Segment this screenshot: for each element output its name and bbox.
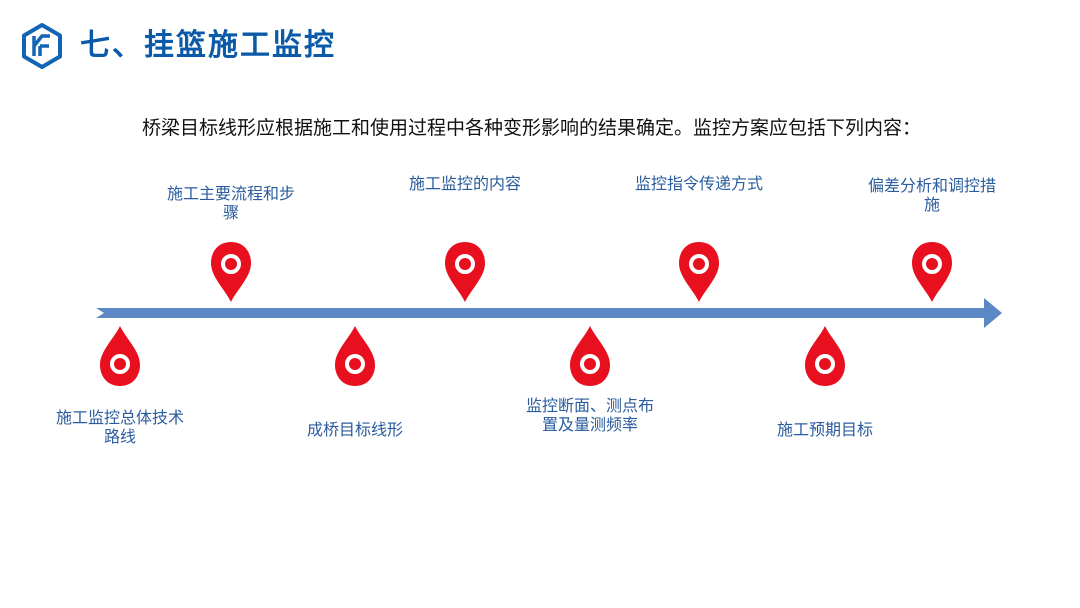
timeline-item-label: 监控断面、测点布置及量测频率 <box>525 396 654 434</box>
map-pin-icon <box>332 324 378 388</box>
map-pin-icon <box>676 240 722 304</box>
timeline-item-label: 监控指令传递方式 <box>634 174 763 193</box>
timeline-item-label: 施工主要流程和步骤 <box>166 184 295 222</box>
timeline-arrow <box>96 298 1002 328</box>
map-pin-icon <box>909 240 955 304</box>
map-pin-icon <box>208 240 254 304</box>
intro-paragraph: 桥梁目标线形应根据施工和使用过程中各种变形影响的结果确定。监控方案应包括下列内容… <box>142 117 922 139</box>
timeline-item-label: 施工监控总体技术路线 <box>55 408 184 446</box>
timeline-item-label: 施工预期目标 <box>776 420 873 439</box>
timeline-item-label: 成桥目标线形 <box>306 420 403 439</box>
hexagon-logo-icon <box>22 23 62 69</box>
page-title: 七、挂篮施工监控 <box>80 28 336 63</box>
timeline-item-label: 偏差分析和调控措施 <box>867 176 996 214</box>
map-pin-icon <box>97 324 143 388</box>
map-pin-icon <box>802 324 848 388</box>
timeline-item-label: 施工监控的内容 <box>408 174 521 193</box>
map-pin-icon <box>442 240 488 304</box>
map-pin-icon <box>567 324 613 388</box>
